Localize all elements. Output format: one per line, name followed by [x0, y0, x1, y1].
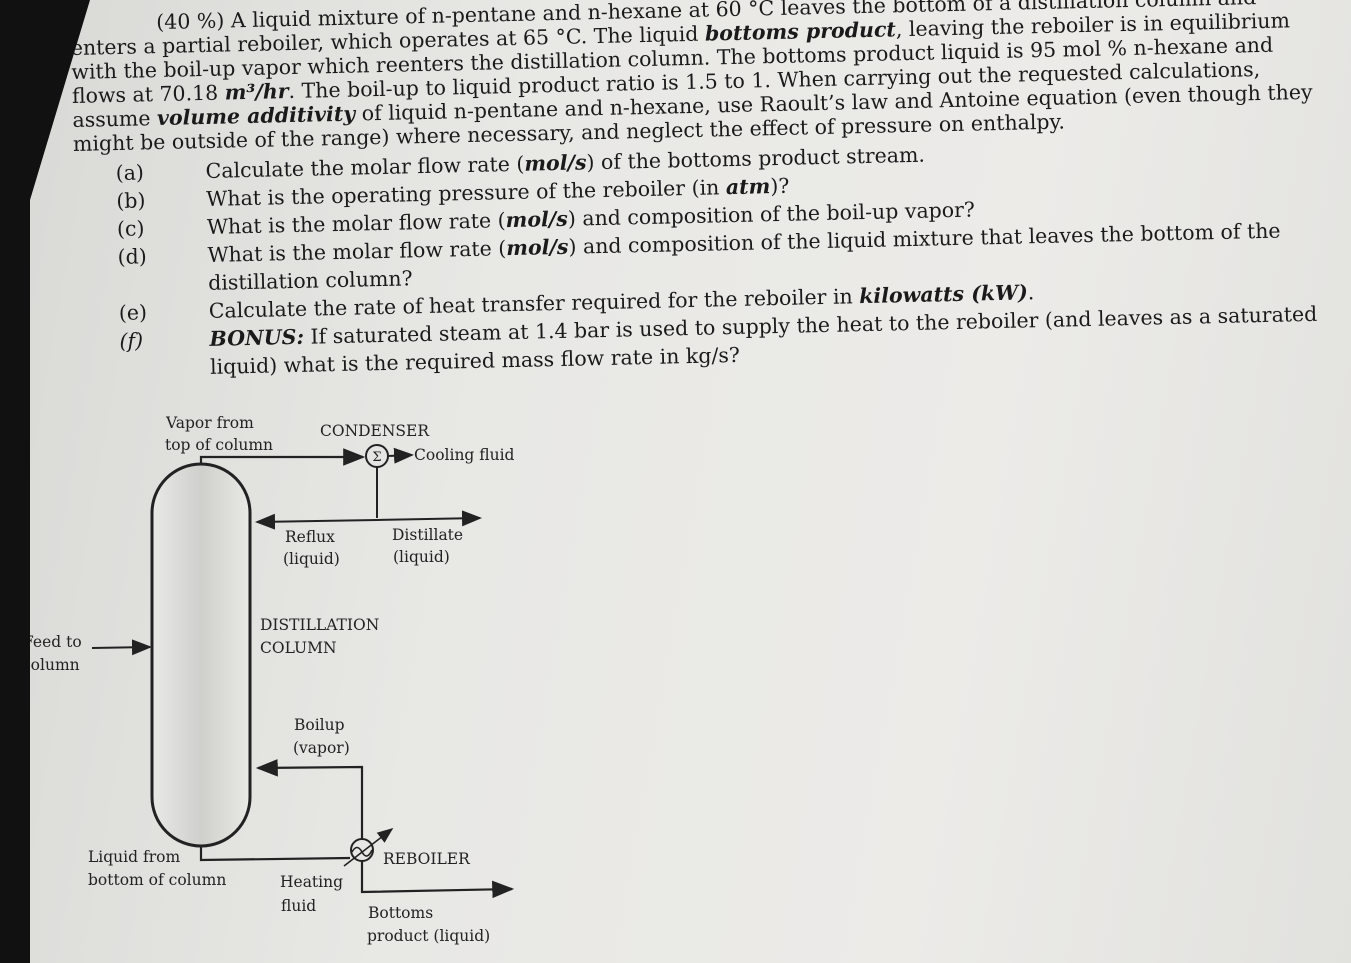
label-bottoms-2: product (liquid) — [367, 927, 490, 945]
label-liquid-bottom-2: bottom of column — [88, 871, 226, 889]
label-reflux: Reflux — [285, 528, 335, 546]
label-heating-fluid: Heating — [280, 873, 343, 891]
label-vapor-from-top-2: top of column — [165, 436, 273, 454]
label-bottoms: Bottoms — [368, 904, 433, 922]
label-vapor-from-top: Vapor from — [165, 414, 254, 432]
label-feed-2: column — [30, 656, 80, 674]
label-reflux-2: (liquid) — [283, 550, 340, 568]
label-condenser: CONDENSER — [320, 422, 430, 440]
question-number: 3. — [64, 18, 79, 38]
condenser-icon: Σ — [365, 444, 389, 468]
label-liquid-bottom: Liquid from — [88, 848, 180, 866]
label-feed: Feed to — [30, 633, 82, 651]
label-column: DISTILLATION — [260, 616, 379, 634]
reflux-line — [255, 513, 378, 530]
distillation-diagram: Σ Vapor from top of column CONDENSER Coo… — [30, 414, 515, 945]
label-boilup: Boilup — [294, 716, 345, 734]
bottoms-product-line — [360, 861, 515, 899]
label-cooling-fluid: Cooling fluid — [414, 446, 515, 464]
label-boilup-2: (vapor) — [293, 739, 350, 757]
vapor-top-line — [199, 448, 366, 466]
bottom-liquid-line — [199, 846, 351, 862]
label-distillate: Distillate — [392, 526, 463, 544]
paper-sheet: 3. (40 %) A liquid mixture of n-pentane … — [30, 0, 1351, 963]
boilup-line — [255, 759, 364, 839]
cooling-fluid-line — [387, 447, 414, 464]
label-heating-fluid-2: fluid — [281, 897, 316, 915]
svg-text:Σ: Σ — [372, 450, 381, 465]
label-column-2: COLUMN — [260, 639, 337, 657]
label-reboiler: REBOILER — [383, 850, 471, 868]
column-vessel — [150, 462, 252, 848]
feed-line — [91, 639, 152, 656]
distillate-line — [376, 510, 482, 527]
label-distillate-2: (liquid) — [393, 548, 450, 566]
